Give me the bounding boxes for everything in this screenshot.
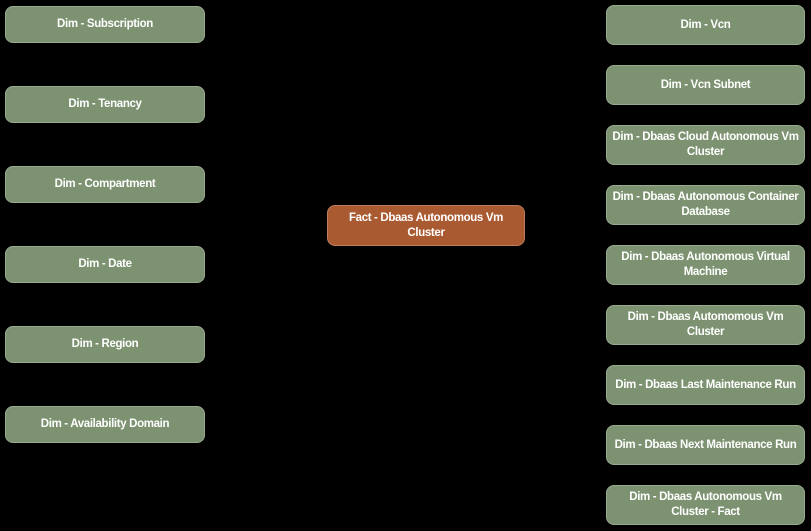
fact-node-dbaas-autonomous-vm-cluster[interactable]: Fact - Dbaas Autonomous Vm Cluster — [327, 205, 525, 246]
dim-node-dbaas-next-maintenance-run[interactable]: Dim - Dbaas Next Maintenance Run — [606, 425, 805, 465]
dim-node-region[interactable]: Dim - Region — [5, 326, 205, 363]
dim-node-vcn[interactable]: Dim - Vcn — [606, 5, 805, 45]
dim-node-vcn-subnet[interactable]: Dim - Vcn Subnet — [606, 65, 805, 105]
dim-node-dbaas-automomous-vm-cluster[interactable]: Dim - Dbaas Automomous Vm Cluster — [606, 305, 805, 345]
dim-node-dbaas-autonomous-virtual-machine[interactable]: Dim - Dbaas Autonomous Virtual Machine — [606, 245, 805, 285]
dim-node-dbaas-autonomous-vm-cluster-fact[interactable]: Dim - Dbaas Autonomous Vm Cluster - Fact — [606, 485, 805, 525]
dim-node-date[interactable]: Dim - Date — [5, 246, 205, 283]
dim-node-subscription[interactable]: Dim - Subscription — [5, 6, 205, 43]
dim-node-compartment[interactable]: Dim - Compartment — [5, 166, 205, 203]
dim-node-dbaas-autonomous-container-database[interactable]: Dim - Dbaas Autonomous Container Databas… — [606, 185, 805, 225]
dim-node-dbaas-last-maintenance-run[interactable]: Dim - Dbaas Last Maintenance Run — [606, 365, 805, 405]
dim-node-availability-domain[interactable]: Dim - Availability Domain — [5, 406, 205, 443]
dim-node-tenancy[interactable]: Dim - Tenancy — [5, 86, 205, 123]
dim-node-dbaas-cloud-autonomous-vm-cluster[interactable]: Dim - Dbaas Cloud Autonomous Vm Cluster — [606, 125, 805, 165]
